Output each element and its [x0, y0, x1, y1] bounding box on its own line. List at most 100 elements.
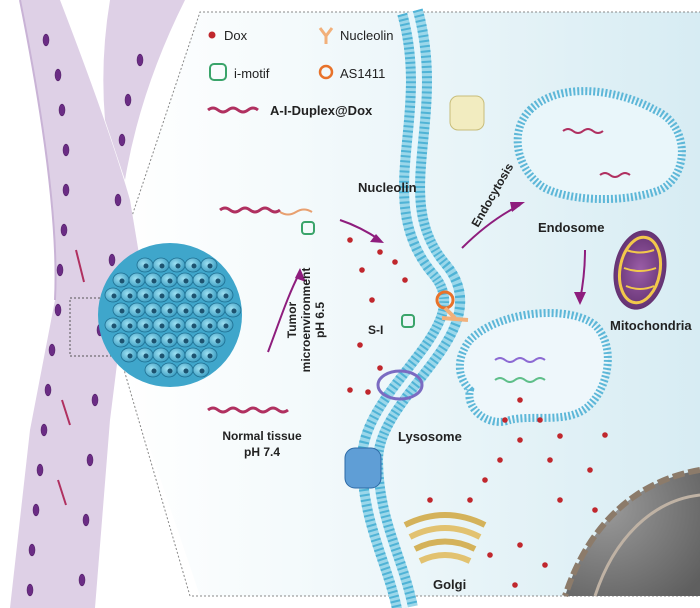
dox-molecule [427, 497, 433, 503]
zoom-panel-border [119, 11, 700, 253]
tumor-cell-nucleus [151, 368, 157, 374]
tumor-cell-cluster [98, 243, 242, 387]
tumor-cell-nucleus [183, 308, 189, 314]
dox-molecule [347, 387, 353, 393]
label-tumor-3: pH 6.5 [313, 302, 327, 338]
tumor-cell-nucleus [175, 353, 181, 359]
tumor-cell-nucleus [175, 323, 181, 329]
tumor-cell-nucleus [191, 353, 197, 359]
dox-molecule [369, 297, 375, 303]
dox-molecule [502, 417, 508, 423]
dox-molecule [392, 259, 398, 265]
tumor-cell-nucleus [143, 353, 149, 359]
dox-molecule [542, 562, 548, 568]
dox-molecule [602, 432, 608, 438]
legend-duplex: A-I-Duplex@Dox [270, 103, 373, 118]
dox-molecule [482, 477, 488, 483]
nucleolin-icon [318, 27, 334, 44]
arrow-heads [295, 202, 586, 305]
lysosome [455, 309, 612, 426]
tumor-cell-nucleus [127, 323, 133, 329]
label-nucleolin-arrow: Nucleolin [358, 180, 417, 195]
dox-icon [208, 31, 216, 39]
label-si: S-I [368, 323, 383, 337]
tumor-cell-nucleus [127, 353, 133, 359]
golgi-apparatus [403, 512, 487, 564]
endosome [513, 87, 686, 204]
dox-molecule [547, 457, 553, 463]
dox-molecule [557, 497, 563, 503]
tumor-cell-nucleus [191, 293, 197, 299]
tumor-cell-nucleus [135, 278, 141, 284]
blood-vessel [10, 0, 185, 608]
tumor-cell-nucleus [151, 338, 157, 344]
tumor-cell-nucleus [215, 338, 221, 344]
dox-molecule [517, 542, 523, 548]
tumor-cell-nucleus [223, 323, 229, 329]
imotif-icon [209, 63, 227, 81]
tumor-cell-nucleus [143, 263, 149, 269]
as1411-icon [318, 64, 334, 80]
tumor-cell-nucleus [135, 338, 141, 344]
tumor-cell-nucleus [199, 278, 205, 284]
tumor-cell-nucleus [111, 293, 117, 299]
dox-molecule [587, 467, 593, 473]
tumor-cell-nucleus [199, 308, 205, 314]
tumor-cell-nucleus [223, 293, 229, 299]
duplex-icon [207, 106, 259, 114]
tumor-cell-nucleus [119, 338, 125, 344]
tumor-cell-nucleus [215, 278, 221, 284]
tumor-cell-nucleus [159, 293, 165, 299]
dox-molecule [467, 497, 473, 503]
label-normal-2: pH 7.4 [244, 445, 280, 459]
dox-molecule [517, 397, 523, 403]
mitochondrion [613, 230, 667, 310]
tumor-cell-nucleus [207, 353, 213, 359]
tumor-cell-nucleus [231, 308, 237, 314]
tumor-cell-nucleus [183, 278, 189, 284]
nucleus [562, 467, 700, 597]
tumor-cell-nucleus [183, 338, 189, 344]
label-tumor-2: microenvironment [299, 268, 313, 373]
label-tumor-1: Tumor [285, 301, 299, 338]
tumor-cell-nucleus [175, 293, 181, 299]
dox-molecule [537, 417, 543, 423]
tumor-cell-nucleus [159, 263, 165, 269]
zoom-panel-border-bottom [119, 355, 700, 597]
tumor-cell-nucleus [207, 293, 213, 299]
label-lysosome: Lysosome [398, 429, 462, 444]
dox-molecule [517, 437, 523, 443]
tumor-cell-nucleus [167, 308, 173, 314]
tumor-cell-nucleus [151, 308, 157, 314]
tumor-cell-nucleus [143, 293, 149, 299]
tumor-cell-nucleus [167, 368, 173, 374]
dox-molecule [497, 457, 503, 463]
dox-molecule [347, 237, 353, 243]
tumor-cell-nucleus [207, 323, 213, 329]
legend: Dox Nucleolin i-motif AS1411 A-I-Duplex@… [207, 27, 393, 118]
dox-molecule [357, 342, 363, 348]
tumor-cell-nucleus [159, 323, 165, 329]
label-golgi: Golgi [433, 577, 466, 592]
dox-molecule [402, 277, 408, 283]
tumor-cell-nucleus [151, 278, 157, 284]
label-normal-1: Normal tissue [222, 429, 302, 443]
dox-molecule [592, 507, 598, 513]
dox-molecule [512, 582, 518, 588]
legend-dox: Dox [224, 28, 248, 43]
tumor-cell-nucleus [111, 323, 117, 329]
label-mitochondria: Mitochondria [610, 318, 692, 333]
tumor-cell-nucleus [199, 338, 205, 344]
dox-molecule [359, 267, 365, 273]
legend-nucleolin: Nucleolin [340, 28, 393, 43]
dox-molecule [557, 433, 563, 439]
duplex-free-normal [207, 406, 289, 414]
dox-molecule [377, 365, 383, 371]
tumor-cell-nucleus [215, 308, 221, 314]
tumor-cell-nucleus [199, 368, 205, 374]
dox-molecule [365, 389, 371, 395]
tumor-cell-nucleus [135, 308, 141, 314]
tumor-cell-nucleus [167, 278, 173, 284]
free-dox-molecules [347, 237, 608, 588]
